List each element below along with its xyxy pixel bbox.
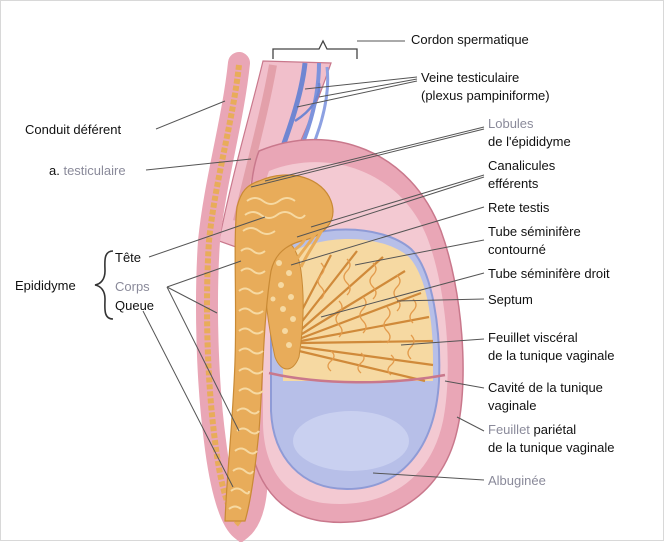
label-tete: Tête [115,249,141,266]
label-tunique-vaginale-visceral: de la tunique vaginale [488,347,615,364]
epididymis-brace [95,251,113,319]
cordon-bracket [273,41,357,59]
label-conduit-deferent: Conduit déférent [25,121,121,138]
label-cordon-spermatique: Cordon spermatique [411,31,529,48]
label-epididyme: Epididyme [15,277,76,294]
label-corps: Corps [115,278,150,295]
label-a-prefix: a. [49,163,60,178]
label-canalicules: Canalicules [488,157,555,174]
label-tunique-vaginale-parietal: de la tunique vaginale [488,439,615,456]
label-tube-droit: Tube séminifère droit [488,265,610,282]
label-plexus-pampiniforme: (plexus pampiniforme) [421,87,550,104]
label-queue: Queue [115,297,154,314]
label-septum: Septum [488,291,533,308]
label-efferents: efférents [488,175,538,192]
label-feuillet: Feuillet [488,422,530,437]
label-rete-testis: Rete testis [488,199,549,216]
label-testiculaire: testiculaire [63,163,125,178]
label-artere-testiculaire: a. testiculaire [49,162,126,179]
label-lobules: Lobules [488,115,534,132]
label-contourne: contourné [488,241,546,258]
label-parietal: pariétal [534,422,577,437]
label-lobules-epididyme: de l'épididyme [488,133,571,150]
label-veine-testiculaire: Veine testiculaire [421,69,519,86]
label-vaginale: vaginale [488,397,536,414]
label-albuginee: Albuginée [488,472,546,489]
label-feuillet-visceral: Feuillet viscéral [488,329,578,346]
albuginea-highlight [293,411,409,471]
label-feuillet-parietal: Feuillet pariétal [488,421,576,438]
label-cavite: Cavité de la tunique [488,379,603,396]
label-tube-seminifere: Tube séminifère [488,223,581,240]
